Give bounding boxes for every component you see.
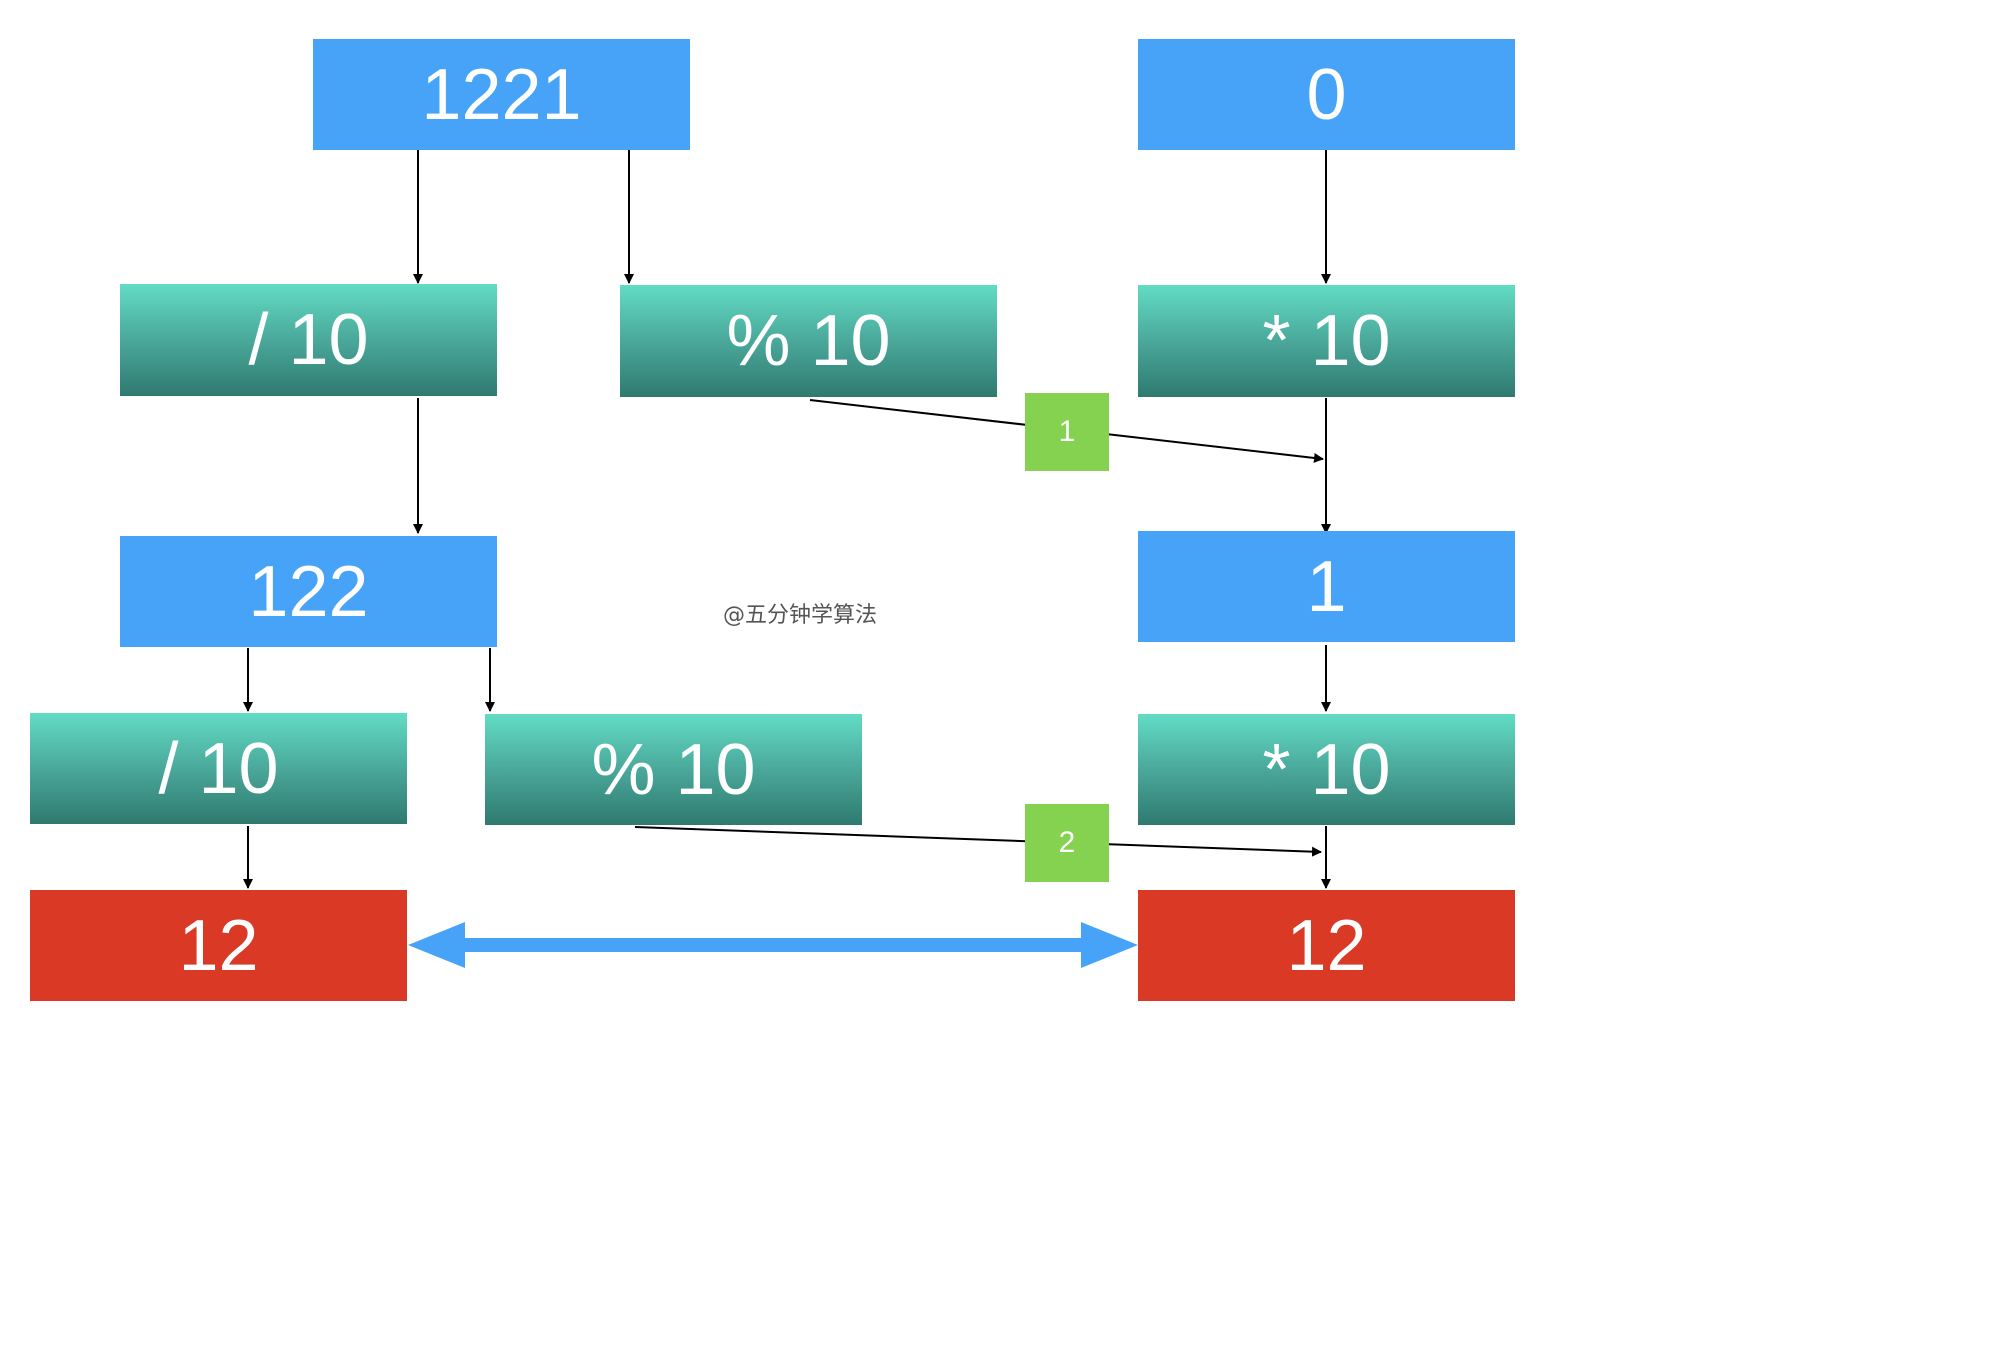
- arrow-mod2-to-right: [634, 826, 1322, 857]
- value-1221-label: 1221: [421, 54, 582, 135]
- modulo-box-2: % 10: [485, 714, 862, 825]
- step-badge-1-label: 1: [1058, 415, 1076, 448]
- value-122-label: 122: [248, 551, 369, 632]
- value-box-122: 122: [120, 536, 497, 647]
- modulo-box-1: % 10: [620, 285, 997, 397]
- value-box-1221: 1221: [313, 39, 690, 150]
- result-right-label: 12: [1286, 905, 1367, 986]
- multiply-box-2: * 10: [1138, 714, 1515, 825]
- value-box-1: 1: [1138, 531, 1515, 642]
- step-badge-1: 1: [1025, 393, 1109, 471]
- result-box-left-12: 12: [30, 890, 407, 1001]
- result-left-label: 12: [178, 905, 259, 986]
- watermark: @五分钟学算法: [723, 603, 878, 628]
- result-box-right-12: 12: [1138, 890, 1515, 1001]
- connector-arrows: [243, 150, 1331, 968]
- step-badge-2-label: 2: [1058, 826, 1076, 859]
- value-1-label: 1: [1306, 546, 1347, 627]
- step-badge-2: 2: [1025, 804, 1109, 882]
- value-box-0: 0: [1138, 39, 1515, 150]
- compare-double-arrow: [408, 922, 1138, 968]
- multiply-2-label: * 10: [1262, 729, 1391, 810]
- divide-box-2: / 10: [30, 713, 407, 824]
- divide-1-label: / 10: [248, 300, 369, 380]
- multiply-box-1: * 10: [1138, 285, 1515, 397]
- divide-2-label: / 10: [158, 728, 279, 809]
- multiply-1-label: * 10: [1262, 301, 1391, 381]
- value-0-label: 0: [1306, 54, 1347, 135]
- modulo-1-label: % 10: [726, 301, 891, 381]
- modulo-2-label: % 10: [591, 729, 756, 810]
- divide-box-1: / 10: [120, 284, 497, 396]
